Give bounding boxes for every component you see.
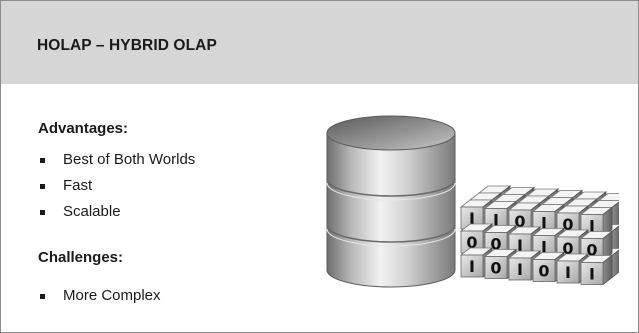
binary-cube: 0 <box>531 251 566 283</box>
binary-digit: I <box>541 214 547 233</box>
binary-cube: I <box>579 206 614 238</box>
binary-digit: I <box>565 263 571 282</box>
binary-digit: 0 <box>562 239 573 258</box>
binary-digit: 0 <box>490 235 501 254</box>
challenges-list: More Complex <box>39 286 161 312</box>
slide-title: HOLAP – HYBRID OLAP <box>37 37 217 54</box>
list-item-label: Scalable <box>63 203 121 220</box>
binary-digit: I <box>517 236 523 255</box>
binary-cube: 0 <box>579 230 614 262</box>
list-item: Scalable <box>39 202 195 228</box>
list-item: Best of Both Worlds <box>39 150 195 176</box>
binary-digit: I <box>589 217 595 236</box>
list-item-label: Fast <box>63 177 93 194</box>
list-item-label: Best of Both Worlds <box>63 151 196 168</box>
binary-digit: I <box>517 260 523 279</box>
binary-cube: I <box>579 254 614 286</box>
challenges-heading: Challenges: <box>38 249 124 266</box>
binary-digit: I <box>493 211 499 230</box>
binary-digit: I <box>541 238 547 257</box>
binary-digit: 0 <box>466 233 477 252</box>
database-cylinder <box>326 115 456 288</box>
bullet-icon <box>40 158 45 163</box>
list-item: More Complex <box>39 286 161 312</box>
bullet-icon <box>40 294 45 299</box>
binary-digit: I <box>589 265 595 284</box>
advantages-heading: Advantages: <box>38 120 129 137</box>
bullet-icon <box>40 210 45 215</box>
binary-digit: I <box>469 257 475 276</box>
binary-digit: 0 <box>514 212 525 231</box>
list-item: Fast <box>39 176 195 202</box>
binary-digit: 0 <box>562 215 573 234</box>
binary-digit: 0 <box>538 262 549 281</box>
bullet-icon <box>40 184 45 189</box>
list-item-label: More Complex <box>63 287 161 304</box>
binary-digit: 0 <box>586 241 597 260</box>
binary-digit: 0 <box>490 259 501 278</box>
advantages-list: Best of Both Worlds Fast Scalable <box>39 150 195 228</box>
title-bar: HOLAP – HYBRID OLAP <box>1 1 638 84</box>
binary-digit: I <box>469 209 475 228</box>
